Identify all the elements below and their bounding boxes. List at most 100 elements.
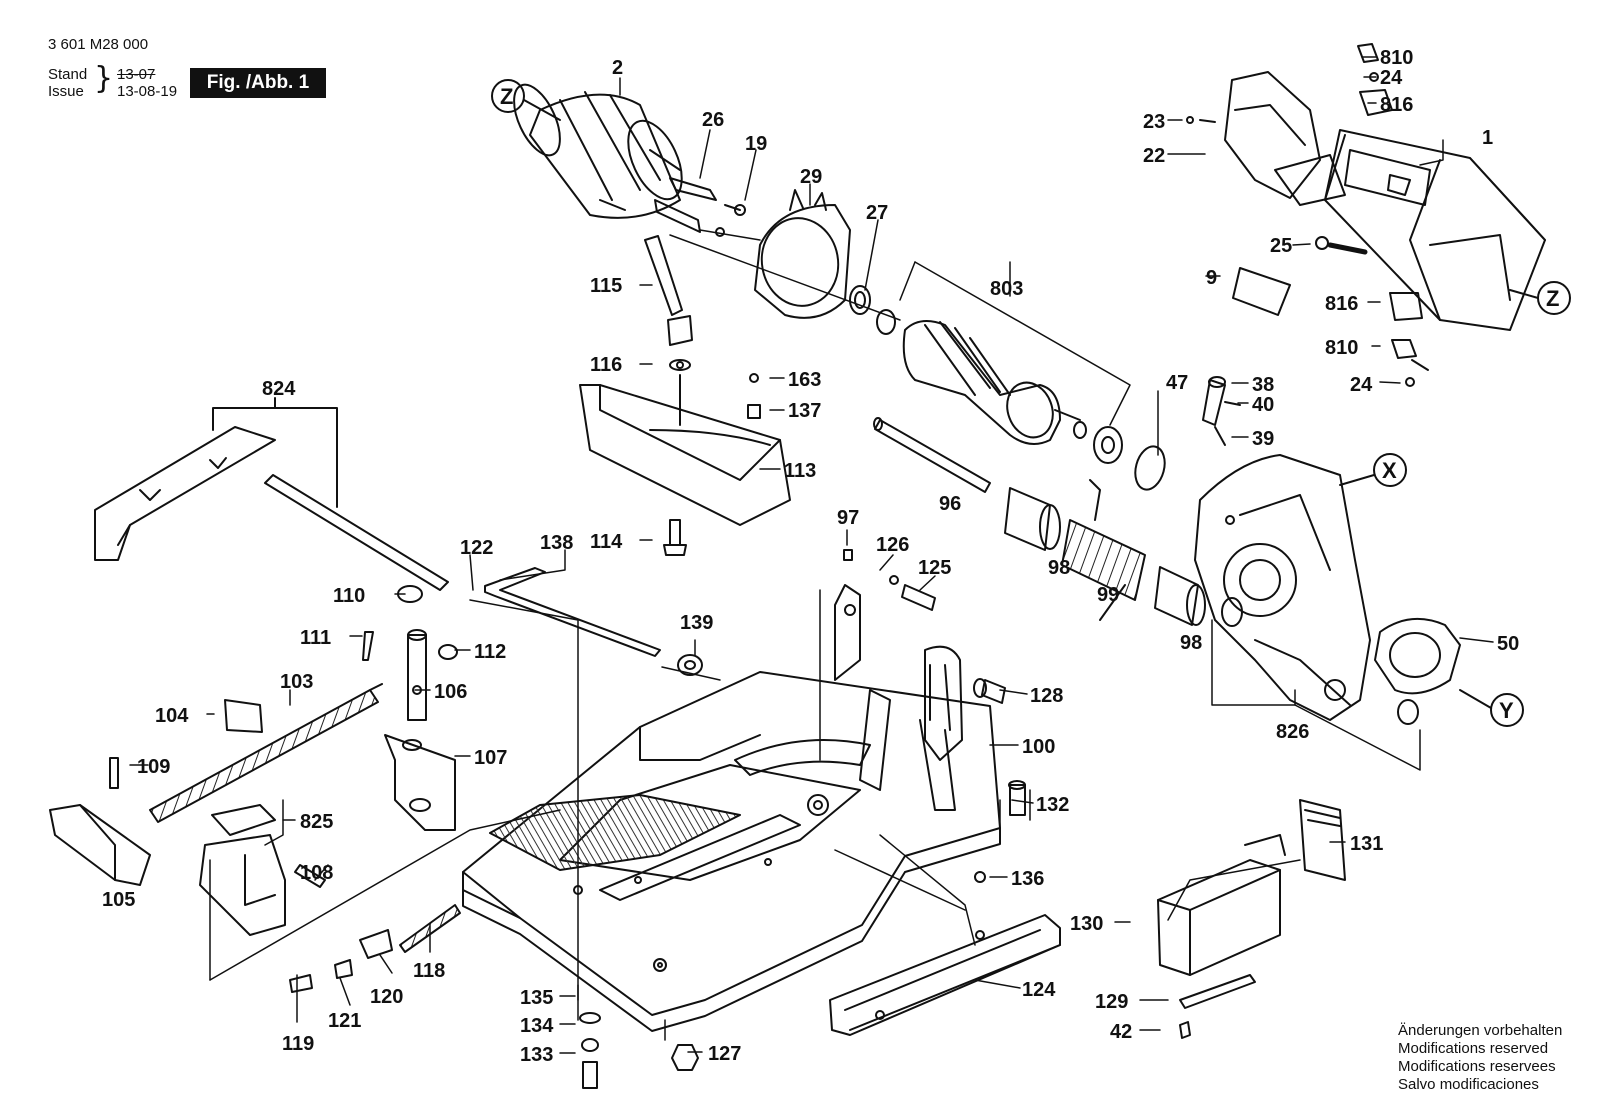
part-label-163: 163 bbox=[788, 369, 821, 391]
stopper-132-drawing bbox=[1008, 780, 1026, 816]
part-label-106: 106 bbox=[434, 681, 467, 703]
part-label-19: 19 bbox=[745, 133, 767, 155]
armature-drawing bbox=[876, 309, 1123, 464]
header-brace: } bbox=[94, 61, 114, 96]
part-label-810b: 810 bbox=[1325, 337, 1358, 359]
part-label-130: 130 bbox=[1070, 913, 1103, 935]
vise-parts-drawing bbox=[49, 585, 458, 936]
screws-bottom-drawing bbox=[289, 904, 461, 993]
note-line-de: Änderungen vorbehalten bbox=[1398, 1022, 1563, 1039]
part-label-50: 50 bbox=[1497, 633, 1519, 655]
part-label-22: 22 bbox=[1143, 145, 1165, 167]
part-label-116: 116 bbox=[590, 354, 622, 376]
bolt-114-drawing bbox=[663, 519, 687, 556]
reference-circles bbox=[491, 79, 1571, 727]
base-plate-drawing bbox=[462, 584, 1001, 1032]
spring-99-drawing bbox=[1061, 479, 1146, 621]
part-label-122: 122 bbox=[460, 537, 493, 559]
part-label-47: 47 bbox=[1166, 372, 1188, 394]
fan-baffle-drawing bbox=[754, 189, 851, 319]
part-label-133: 133 bbox=[520, 1044, 553, 1066]
part-label-810: 810 bbox=[1380, 47, 1413, 69]
part-label-115: 115 bbox=[590, 275, 622, 297]
stand-date: 13-07 bbox=[117, 66, 156, 83]
part-label-826: 826 bbox=[1276, 721, 1309, 743]
clamp-plate-113-drawing bbox=[579, 373, 791, 526]
sleeve-98b-drawing bbox=[1154, 566, 1206, 626]
part-label-1: 1 bbox=[1482, 127, 1493, 149]
pin-parts-drawing bbox=[843, 549, 1006, 704]
part-label-104: 104 bbox=[155, 705, 189, 727]
part-label-136: 136 bbox=[1011, 868, 1044, 890]
bearing-27-drawing bbox=[849, 285, 871, 315]
ref-marker-x: X bbox=[1382, 458, 1397, 483]
issue-label: Issue bbox=[48, 83, 84, 100]
part-label-816: 816 bbox=[1380, 94, 1413, 116]
part-label-98b: 98 bbox=[1180, 632, 1202, 654]
part-label-824: 824 bbox=[262, 378, 296, 400]
stand-label: Stand bbox=[48, 66, 88, 83]
part-label-99: 99 bbox=[1097, 584, 1119, 606]
part-label-40: 40 bbox=[1252, 394, 1274, 416]
note-line-es: Salvo modificaciones bbox=[1398, 1076, 1539, 1093]
part-labels: 810 24 816 23 22 1 25 9 816 810 24 2 26 … bbox=[102, 47, 1519, 1066]
part-label-107: 107 bbox=[474, 747, 507, 769]
plate-124-drawing bbox=[829, 871, 1061, 1036]
part-label-129: 129 bbox=[1095, 991, 1128, 1013]
tray-drawing bbox=[1157, 799, 1346, 1039]
part-label-97: 97 bbox=[837, 507, 859, 529]
fence-drawing bbox=[94, 397, 449, 591]
part-label-132: 132 bbox=[1036, 794, 1069, 816]
part-label-27: 27 bbox=[866, 202, 888, 224]
end-cap-drawing bbox=[1224, 71, 1346, 206]
part-label-134: 134 bbox=[520, 1015, 554, 1037]
part-label-42: 42 bbox=[1110, 1021, 1132, 1043]
part-label-26: 26 bbox=[702, 109, 724, 131]
sleeve-98-drawing bbox=[1004, 487, 1061, 551]
ref-marker-z-right: Z bbox=[1546, 286, 1559, 311]
ref-marker-y: Y bbox=[1499, 698, 1514, 723]
part-label-127: 127 bbox=[708, 1043, 741, 1065]
part-label-39: 39 bbox=[1252, 428, 1274, 450]
part-label-121: 121 bbox=[328, 1010, 361, 1032]
part-label-110: 110 bbox=[333, 585, 365, 607]
blade-guard-drawing bbox=[1194, 454, 1371, 721]
part-label-113: 113 bbox=[784, 460, 816, 482]
part-label-29: 29 bbox=[800, 166, 822, 188]
part-label-108: 108 bbox=[300, 862, 333, 884]
part-label-23: 23 bbox=[1143, 111, 1165, 133]
feet-drawing bbox=[579, 1012, 699, 1089]
part-label-126: 126 bbox=[876, 534, 909, 556]
part-label-803: 803 bbox=[990, 278, 1023, 300]
issue-date: 13-08-19 bbox=[117, 83, 178, 100]
part-label-100: 100 bbox=[1022, 736, 1055, 758]
part-label-139: 139 bbox=[680, 612, 713, 634]
screw-38-drawing bbox=[1202, 376, 1241, 446]
part-label-128: 128 bbox=[1030, 685, 1063, 707]
part-label-131: 131 bbox=[1350, 833, 1383, 855]
bush-826-drawing bbox=[1221, 597, 1419, 725]
lever-drawing bbox=[644, 235, 693, 371]
carbon-holder-drawing bbox=[654, 177, 746, 237]
part-label-120: 120 bbox=[370, 986, 403, 1008]
stator-drawing bbox=[513, 83, 683, 219]
part-label-137: 137 bbox=[788, 400, 821, 422]
part-label-105: 105 bbox=[102, 889, 135, 911]
part-label-38: 38 bbox=[1252, 374, 1274, 396]
part-label-24: 24 bbox=[1380, 67, 1403, 89]
part-label-96: 96 bbox=[939, 493, 961, 515]
part-label-816b: 816 bbox=[1325, 293, 1358, 315]
o-ring-drawing bbox=[1134, 445, 1166, 491]
part-label-825: 825 bbox=[300, 811, 333, 833]
shaft-96-drawing bbox=[873, 417, 991, 493]
modifications-note: Änderungen vorbehalten Modifications res… bbox=[1398, 1022, 1562, 1094]
note-line-fr: Modifications reservees bbox=[1398, 1058, 1556, 1075]
brush-parts-top-drawing bbox=[1186, 43, 1429, 387]
part-label-111: 111 bbox=[300, 627, 331, 649]
part-label-119: 119 bbox=[282, 1033, 314, 1055]
document-number: 3 601 M28 000 bbox=[48, 36, 149, 53]
part-label-118: 118 bbox=[413, 960, 445, 982]
leader-lines bbox=[129, 56, 1494, 1054]
part-label-9: 9 bbox=[1206, 267, 1217, 289]
